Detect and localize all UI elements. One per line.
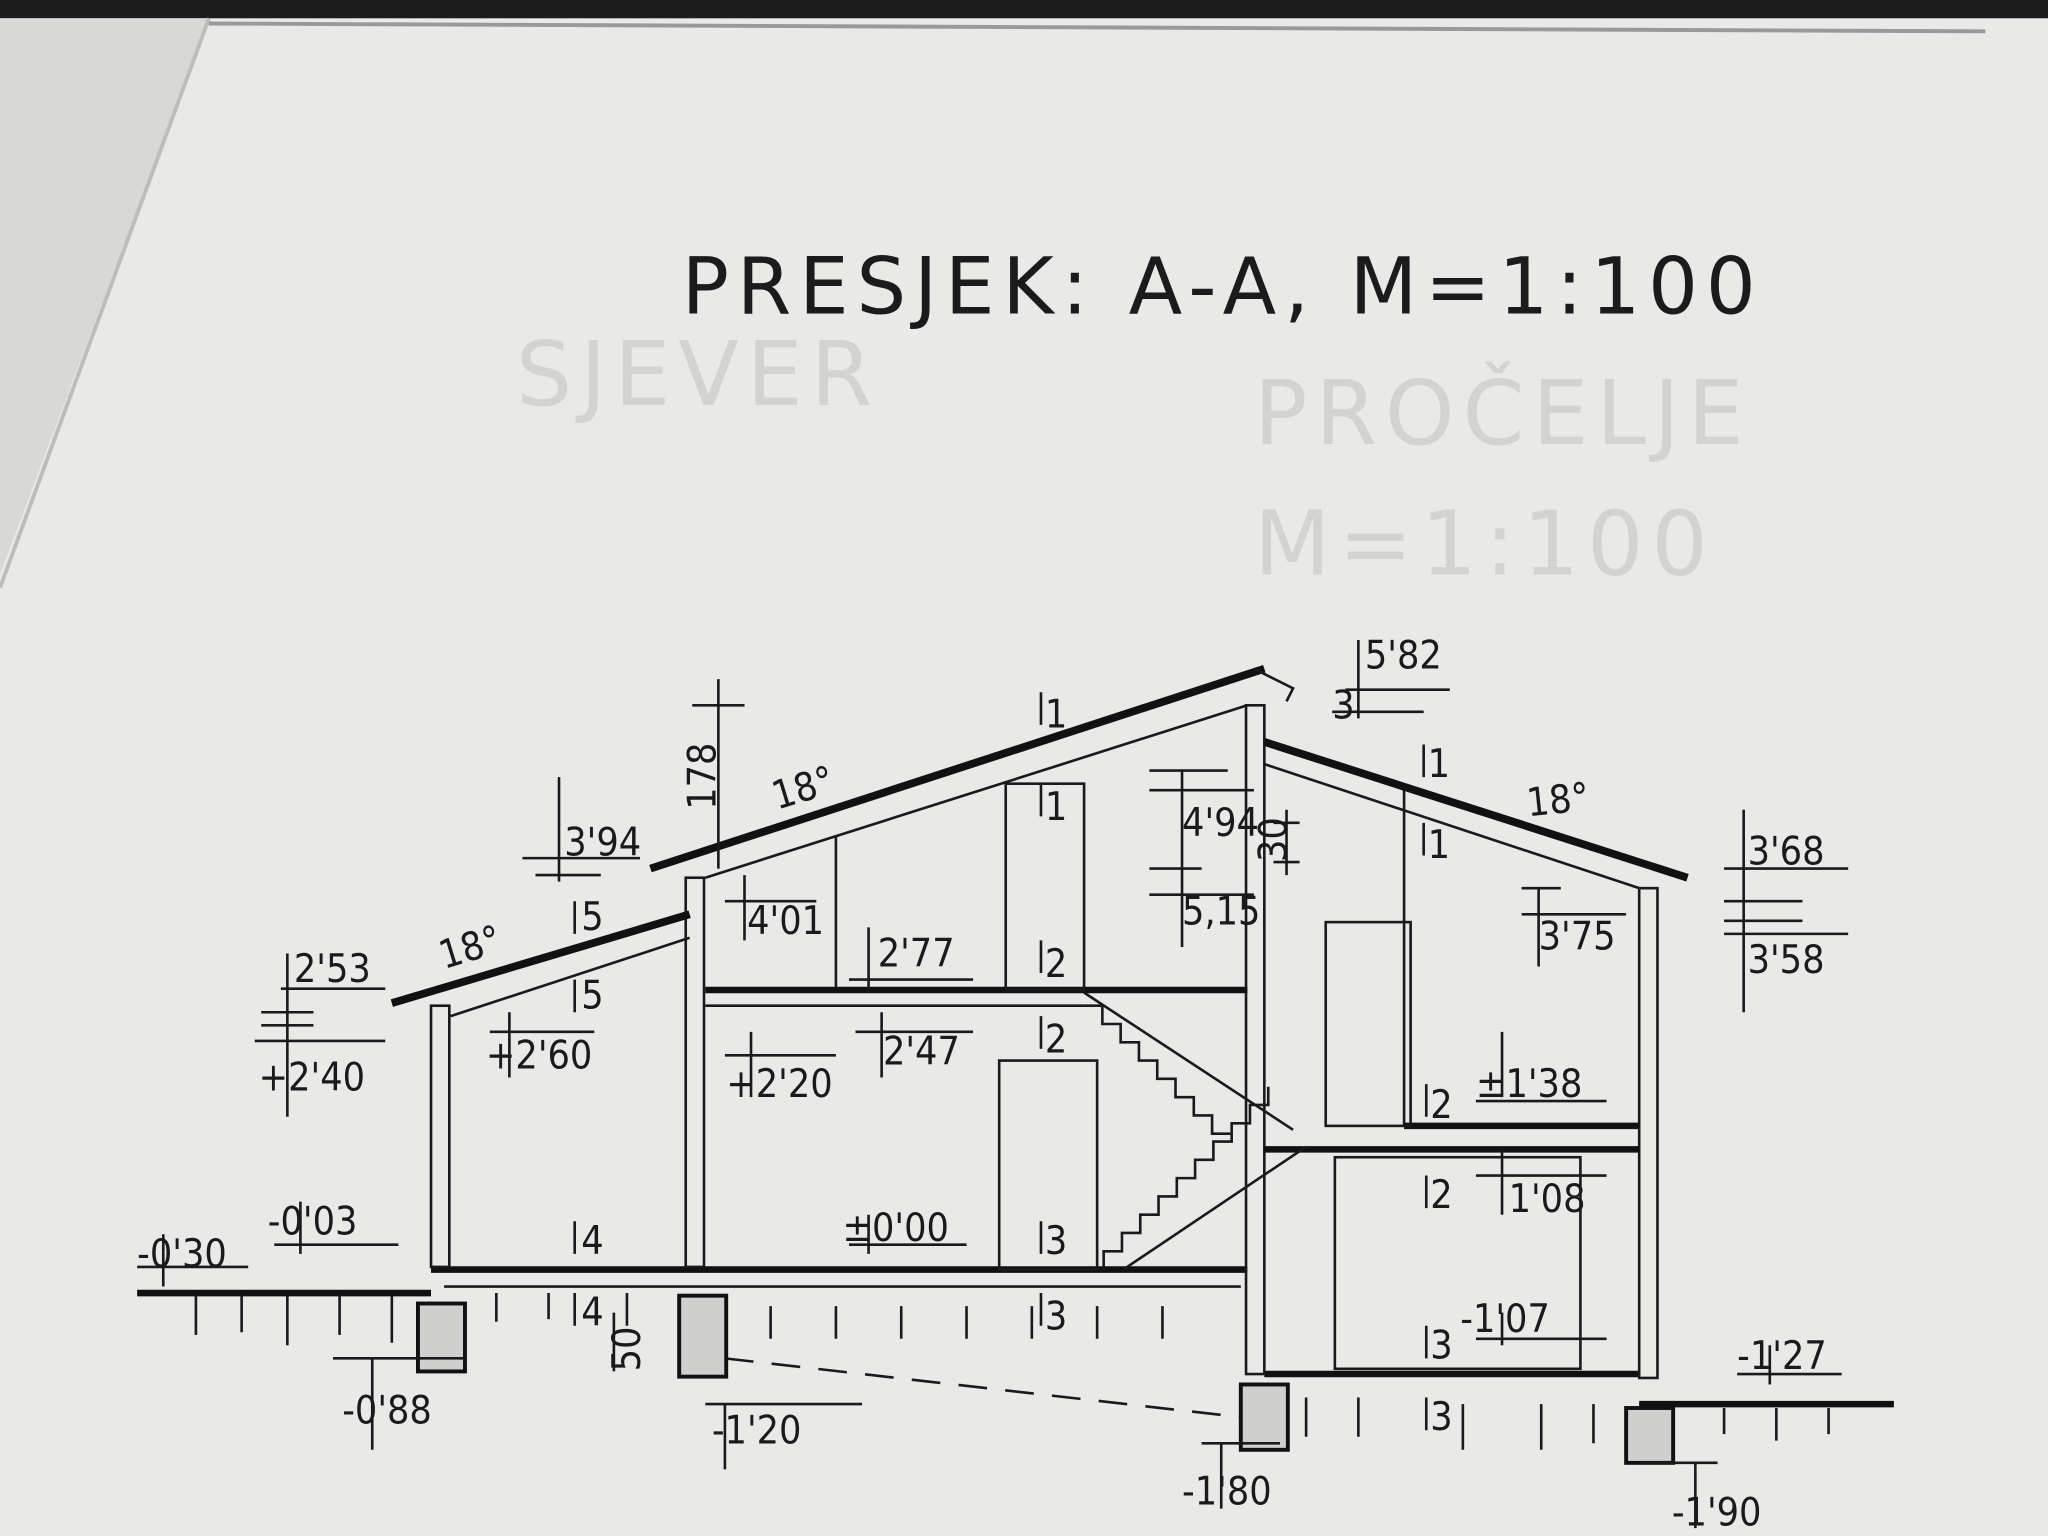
dimension-labels: 5'82 3 4'94 30 5,15 18° 3'68 3'58 3'75 ±… xyxy=(137,634,1827,1536)
roof-pitch-label: 18° xyxy=(1525,775,1592,826)
section-mark: 3 xyxy=(1045,1295,1067,1340)
dimension-label: 30 xyxy=(1252,817,1297,862)
section-mark: 2 xyxy=(1430,1083,1452,1128)
level-label: +2'20 xyxy=(726,1062,832,1107)
doors xyxy=(997,782,1582,1371)
ghost-text-facade: PROČELJE xyxy=(1254,361,1752,465)
foundations xyxy=(415,1293,1676,1465)
section-mark: 2 xyxy=(1045,1018,1067,1063)
level-label: -0'30 xyxy=(137,1232,227,1277)
drawing-title: PRESJEK: A-A, M=1:100 xyxy=(682,241,1764,332)
section-mark: 3 xyxy=(1430,1395,1452,1440)
section-mark: 3 xyxy=(1045,1219,1067,1264)
section-marks: 5 5 4 4 1 1 2 2 3 3 1 1 2 2 3 3 xyxy=(581,693,1452,1441)
ground-lines xyxy=(137,1266,1894,1450)
section-mark: 1 xyxy=(1045,693,1067,738)
level-label: 5,15 xyxy=(1182,890,1260,935)
section-mark: 1 xyxy=(1428,823,1450,868)
dimension-label: 50 xyxy=(605,1327,650,1372)
level-label: -1'80 xyxy=(1182,1470,1272,1515)
level-label: 3'68 xyxy=(1748,830,1825,875)
level-label: -1'90 xyxy=(1672,1491,1762,1536)
section-mark: 2 xyxy=(1430,1173,1452,1218)
level-label: -1'27 xyxy=(1737,1334,1827,1379)
paper-top-edge xyxy=(208,21,1986,34)
section-mark: 1 xyxy=(1428,742,1450,787)
level-label: -0'88 xyxy=(342,1389,432,1434)
dimension-lines xyxy=(137,640,1849,1529)
level-label: -1'07 xyxy=(1460,1297,1550,1342)
section-mark: 3 xyxy=(1430,1323,1452,1368)
level-label: ±1'38 xyxy=(1476,1062,1582,1107)
level-label: 3'75 xyxy=(1539,915,1616,960)
ghost-text-scale: M=1:100 xyxy=(1254,493,1716,596)
level-label: -0'03 xyxy=(268,1199,358,1244)
level-label: ±0'00 xyxy=(842,1206,948,1251)
section-mark: 4 xyxy=(581,1219,603,1264)
floor-slabs xyxy=(705,986,1640,1153)
ghost-text-north: SJEVER xyxy=(516,323,880,426)
section-mark: 5 xyxy=(581,973,603,1018)
staircase xyxy=(1083,991,1307,1271)
walls xyxy=(429,703,1659,1380)
level-label: 2'77 xyxy=(878,932,955,977)
level-label: +2'40 xyxy=(259,1056,365,1101)
level-label: 4'01 xyxy=(747,899,824,944)
section-mark: 2 xyxy=(1045,942,1067,987)
level-label: 3'58 xyxy=(1748,938,1825,983)
level-label: 2'47 xyxy=(883,1029,960,1074)
level-label: 2'53 xyxy=(294,947,371,992)
section-mark: 5 xyxy=(581,895,603,940)
dimension-label: 3 xyxy=(1332,683,1354,728)
level-label: -1'20 xyxy=(712,1408,802,1453)
section-mark: 1 xyxy=(1045,785,1067,830)
paper-fold-shadow xyxy=(0,18,209,575)
level-label: +2'60 xyxy=(486,1033,592,1078)
section-mark: 4 xyxy=(581,1291,603,1336)
level-label: 3'94 xyxy=(564,821,641,866)
dimension-label: 178 xyxy=(681,743,726,810)
paper-edge xyxy=(0,17,211,589)
level-label: 1'08 xyxy=(1509,1177,1586,1222)
scan-top-edge xyxy=(0,0,2048,19)
roofs xyxy=(390,665,1689,1018)
level-label: 4'94 xyxy=(1182,801,1259,846)
level-label: 5'82 xyxy=(1365,634,1442,679)
